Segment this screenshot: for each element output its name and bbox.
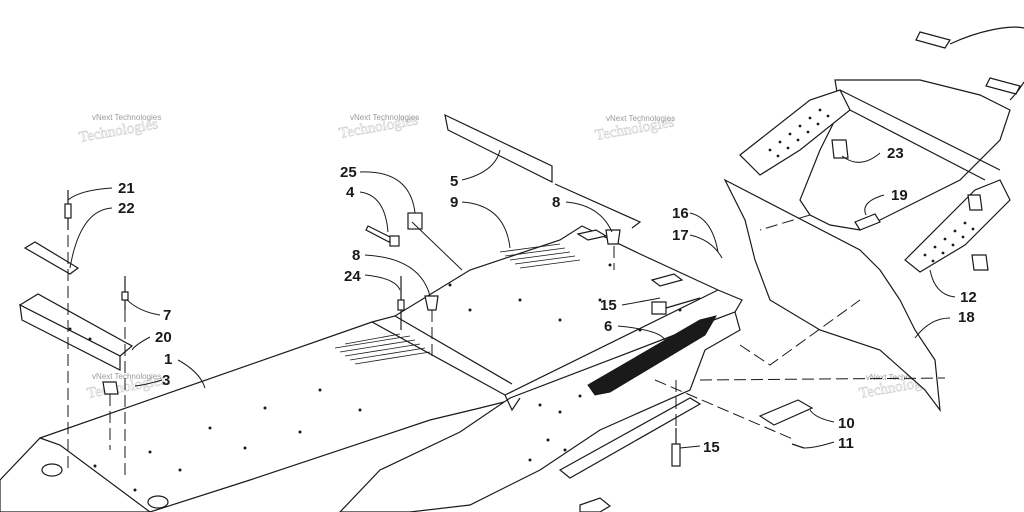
- callout-label: 9: [450, 194, 458, 211]
- rear-plate: [758, 399, 814, 449]
- callout-label: 15: [600, 297, 617, 314]
- watermark-small: vNext Technologies: [606, 114, 675, 123]
- alignment-lines: [67, 214, 946, 480]
- fasteners: [365, 225, 701, 330]
- rivet-holes: [93, 263, 682, 492]
- grip-dots-left: [768, 108, 830, 158]
- leader-lines: [67, 149, 956, 449]
- watermark-small: vNext Technologies: [866, 373, 935, 382]
- side-decal: [587, 315, 718, 396]
- callout-label: 10: [838, 415, 855, 432]
- callout-label: 21: [118, 180, 135, 197]
- callout-label: 16: [672, 205, 689, 222]
- grip-dots-right: [923, 221, 975, 263]
- left-brackets: [18, 241, 134, 371]
- callout-label: 1: [164, 351, 172, 368]
- callout-label: 18: [958, 309, 975, 326]
- callout-label: 7: [163, 307, 171, 324]
- callout-label: 22: [118, 200, 135, 217]
- callout-label: 25: [340, 164, 357, 181]
- callout-label: 23: [887, 145, 904, 162]
- watermark-small: vNext Technologies: [350, 113, 419, 122]
- callout-label: 17: [672, 227, 689, 244]
- watermark-small: vNext Technologies: [92, 113, 161, 122]
- callout-label: 3: [162, 372, 170, 389]
- callout-label: 8: [552, 194, 560, 211]
- callout-labels: 21 22 7 20 1 3 25 4 8 24 5 9 8 15 6 16 1…: [118, 145, 977, 456]
- callout-label: 11: [838, 435, 854, 452]
- callout-label: 6: [604, 318, 612, 335]
- callout-label: 5: [450, 173, 458, 190]
- hatch-lines: [334, 243, 581, 365]
- callout-label: 8: [352, 247, 360, 264]
- callout-label: 20: [155, 329, 172, 346]
- rear-bumper-assembly: [723, 26, 1024, 413]
- callout-label: 24: [344, 268, 361, 285]
- callout-label: 4: [346, 184, 355, 201]
- callout-label: 12: [960, 289, 977, 306]
- watermark-small: vNext Technologies: [92, 372, 161, 381]
- callout-label: 15: [703, 439, 720, 456]
- snow-guard-panel: [407, 113, 642, 230]
- callout-label: 19: [891, 187, 908, 204]
- bottom-bolt: [671, 428, 681, 467]
- left-bolts: [64, 190, 129, 395]
